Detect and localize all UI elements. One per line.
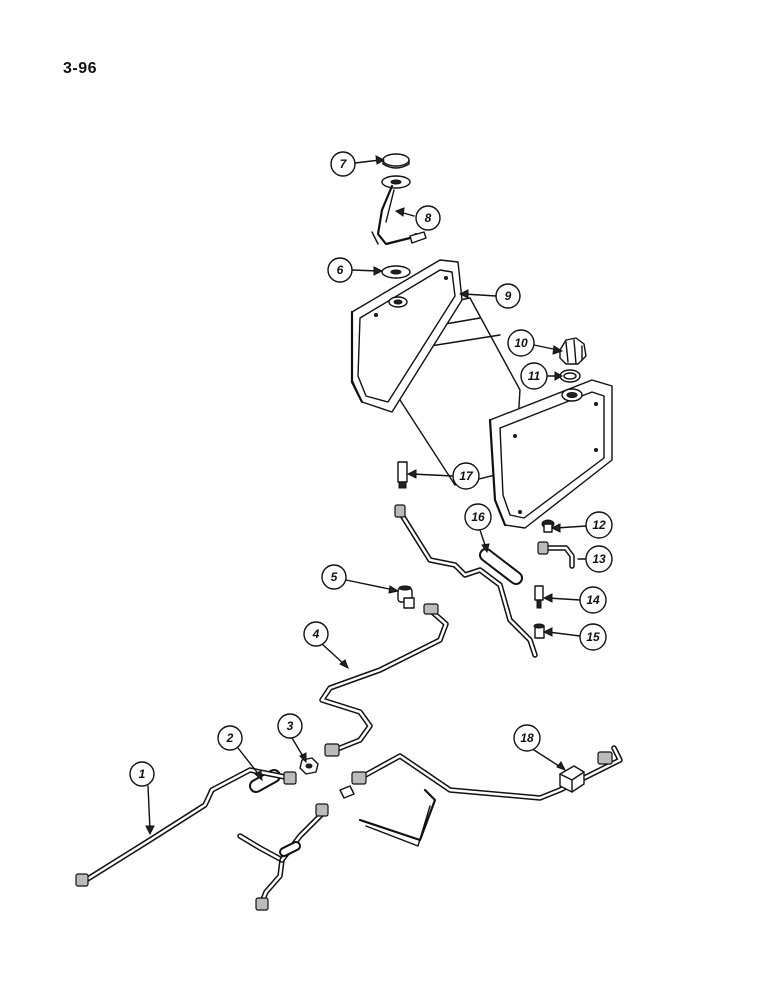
tee-fitting [397, 585, 415, 609]
callout-2-number: 2 [226, 731, 234, 745]
callout-10-number: 10 [514, 336, 528, 350]
callout-18-number: 18 [520, 731, 534, 745]
callout-9-number: 9 [505, 289, 512, 303]
filler-cap [559, 337, 587, 365]
seal-ring [559, 369, 581, 383]
callout-7-number: 7 [340, 157, 348, 171]
connector [397, 461, 408, 489]
callout-16-number: 16 [471, 510, 485, 524]
callout-15-number: 15 [586, 630, 600, 644]
fuel-gauge-sender [371, 175, 427, 246]
clamp [559, 765, 585, 793]
callout-4-number: 4 [312, 627, 320, 641]
callout-11: 11 [520, 362, 564, 390]
callout-6: 6 [327, 257, 384, 283]
fuel-return-line [394, 504, 538, 658]
hose [479, 548, 523, 585]
hose-2 [249, 769, 281, 793]
callout-5-number: 5 [331, 570, 338, 584]
fuel-line-4 [319, 603, 449, 757]
nut [299, 757, 319, 775]
callout-17: 17 [406, 462, 480, 490]
callout-1-number: 1 [139, 767, 146, 781]
callout-1: 1 [129, 761, 155, 836]
callout-3: 3 [277, 713, 307, 764]
cap [382, 153, 410, 169]
callout-12: 12 [550, 511, 613, 539]
fitting [533, 623, 545, 639]
callout-11-number: 11 [528, 369, 541, 383]
callout-14: 14 [542, 586, 607, 614]
gasket [381, 265, 411, 279]
elbow [537, 541, 575, 569]
callout-15: 15 [542, 623, 607, 651]
callout-6-number: 6 [337, 263, 344, 277]
valve [534, 585, 544, 609]
callout-8: 8 [394, 205, 441, 231]
lower-fuel-lines [237, 745, 623, 911]
callout-9: 9 [458, 283, 521, 309]
callout-16: 16 [464, 503, 492, 554]
callout-13-number: 13 [592, 552, 606, 566]
drain-plug [541, 519, 555, 533]
fuel-tank [350, 259, 613, 529]
callout-17-number: 17 [459, 469, 474, 483]
callout-5: 5 [321, 564, 400, 594]
callout-10: 10 [507, 329, 564, 357]
callout-13: 13 [577, 545, 613, 573]
callout-18: 18 [513, 724, 567, 771]
callout-4: 4 [303, 621, 349, 670]
callout-14-number: 14 [586, 593, 600, 607]
callout-7: 7 [330, 151, 386, 177]
callout-12-number: 12 [592, 518, 606, 532]
page-number: 3-96 [63, 60, 98, 77]
callout-2: 2 [217, 725, 263, 782]
callout-3-number: 3 [287, 719, 294, 733]
callout-8-number: 8 [425, 211, 432, 225]
